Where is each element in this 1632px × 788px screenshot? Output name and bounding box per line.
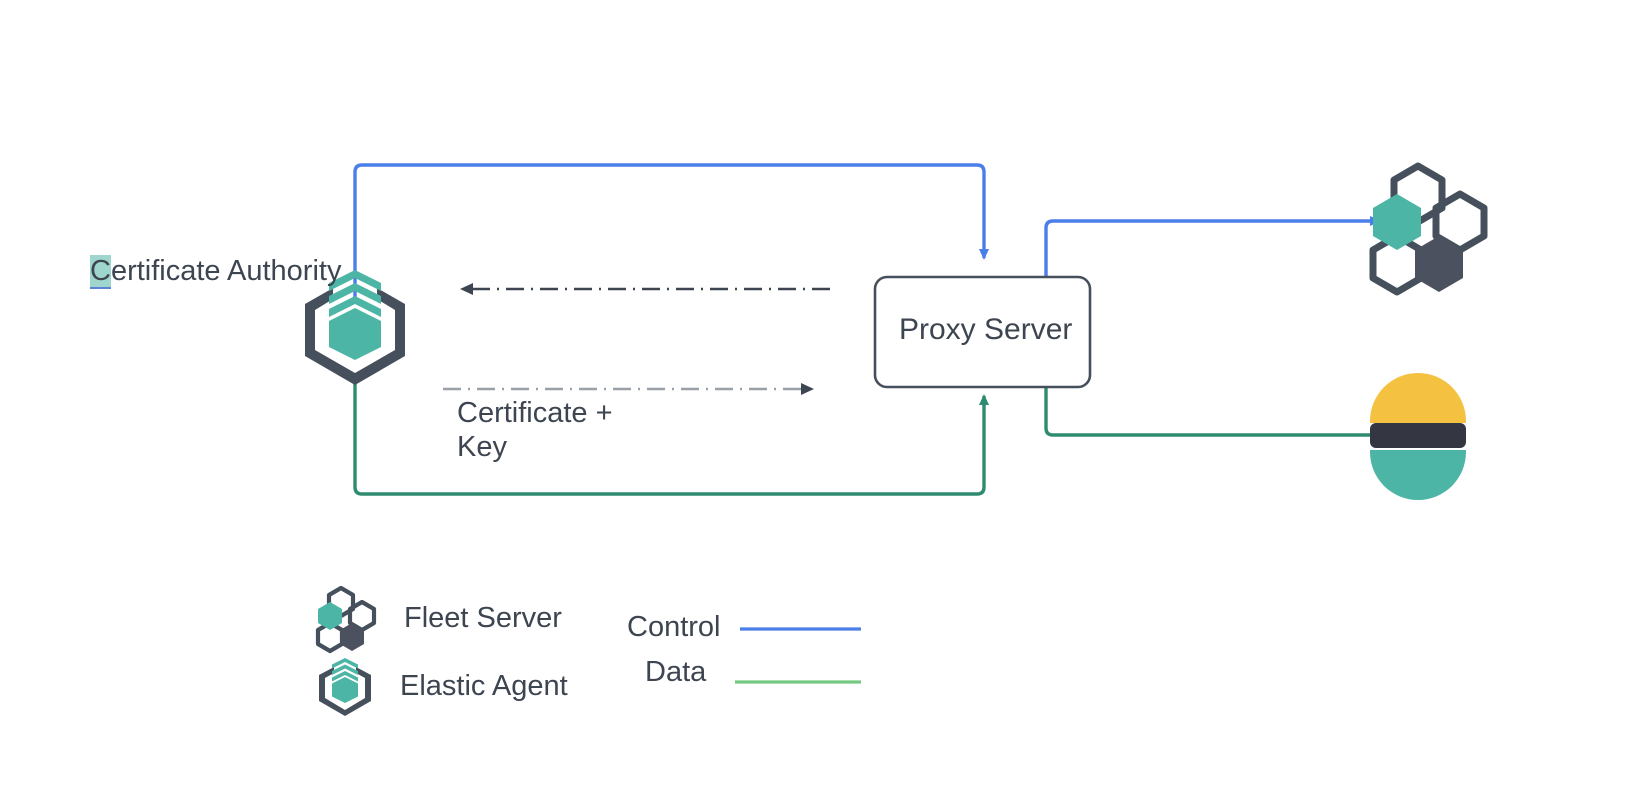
edge-control-proxy-to-fleet bbox=[1044, 216, 1381, 276]
certificate-key-line2: Key bbox=[457, 431, 507, 463]
legend-fleet-server-icon bbox=[315, 585, 377, 654]
elasticsearch-icon bbox=[1370, 373, 1466, 500]
edge-data-agent-to-proxy bbox=[353, 378, 989, 496]
legend-item-elastic-agent-label: Elastic Agent bbox=[400, 670, 568, 702]
legend-line-data-label: Data bbox=[645, 656, 707, 688]
certificate-authority-label-rest: ertificate Authority bbox=[110, 255, 342, 287]
edge-control-agent-to-proxy bbox=[353, 163, 989, 300]
certificate-authority-label: Certificate Authority bbox=[90, 253, 341, 289]
proxy-server-label: Proxy Server bbox=[899, 313, 1073, 346]
certificate-key-edge-label: Certificate +Key bbox=[457, 396, 613, 464]
edge-data-proxy-to-elasticsearch bbox=[1044, 388, 1381, 440]
legend-line-control-label: Control bbox=[627, 611, 721, 643]
certificate-authority-label-highlight: C bbox=[90, 255, 111, 287]
proxy-server-node[interactable] bbox=[873, 275, 1092, 389]
fleet-server-icon bbox=[1369, 162, 1488, 296]
certificate-key-line1: Certificate + bbox=[457, 397, 613, 429]
elastic-agent-icon bbox=[305, 270, 405, 385]
legend-item-fleet-server-label: Fleet Server bbox=[404, 602, 562, 634]
legend-elastic-agent-icon bbox=[319, 658, 371, 716]
